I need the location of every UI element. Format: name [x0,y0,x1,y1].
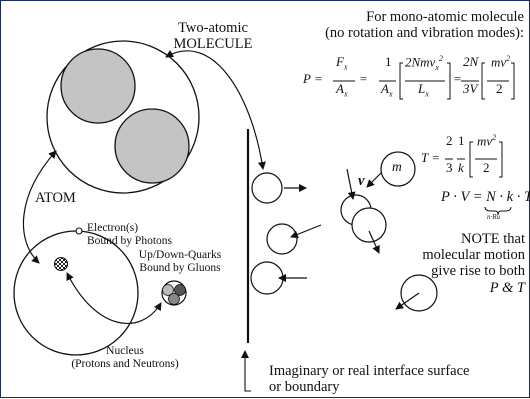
particle-m [380,151,416,187]
note-text: NOTE that molecular motion give rise to … [422,231,525,296]
velocity-label: v [358,173,365,189]
particle [250,261,284,295]
n-ru-label: n·Ru [487,213,501,221]
boundary-label: Imaginary or real interface surface or b… [269,363,470,396]
nucleus-label: Nucleus (Protons and Neutrons) [71,345,179,370]
particle [266,223,298,255]
nucleus-arrow [66,272,162,324]
two-atomic-label: Two-atomic MOLECULE [173,20,253,53]
nucleus-zoom [161,280,187,306]
equation-graphics [333,62,515,216]
molecule-to-atom-arrow [22,150,57,264]
molecule-atom-1 [60,48,136,124]
mass-label: m [392,159,402,174]
particle [251,172,283,204]
atom-outline [13,230,139,356]
electron [75,227,83,235]
molecule-atom-2 [114,108,190,184]
particle [351,207,387,243]
electron-label: Electron(s) Bound by Photons [87,222,172,247]
two-atomic-molecule [46,40,200,194]
mono-atomic-heading: For mono-atomic molecule (no rotation an… [325,9,524,42]
atom-label: ATOM [35,190,76,206]
nucleus-small [54,257,68,271]
ideal-gas-equation: P · V = N · k · T [441,189,530,205]
gas-particles [250,151,438,312]
molecule-to-particle-arrow [165,50,266,170]
quarks-label: Up/Down-Quarks Bound by Gluons [138,249,222,274]
boundary-pointer [241,350,251,392]
